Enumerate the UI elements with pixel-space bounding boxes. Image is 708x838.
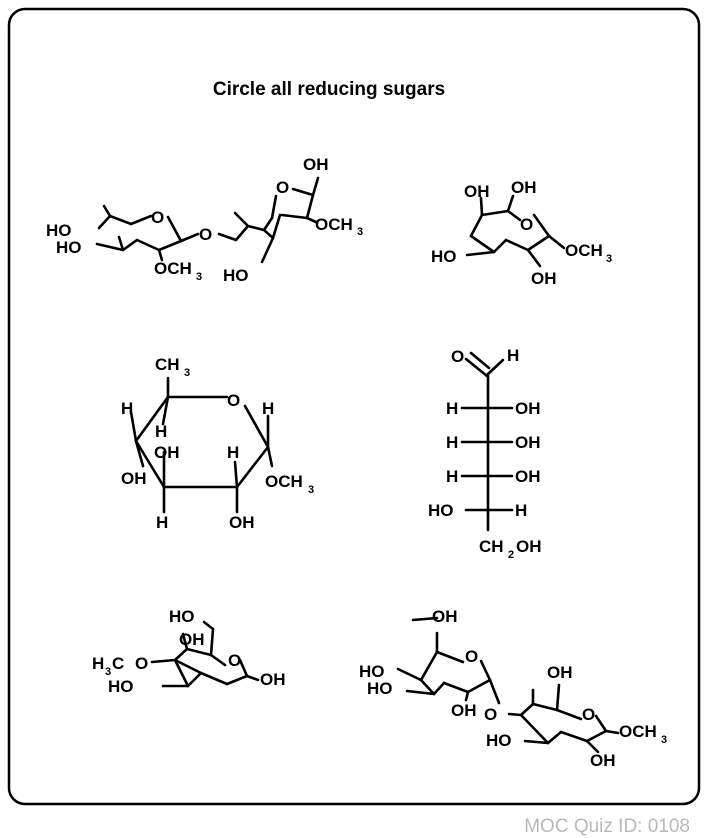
- label-glycosidic-oxygen: O: [199, 225, 212, 244]
- label-oh: OH: [516, 537, 542, 556]
- quiz-title: Circle all reducing sugars: [213, 79, 445, 100]
- molecule-disaccharide-top-left[interactable]: OH O OCH 3 O O HO HO OCH 3 HO: [46, 155, 363, 285]
- label-och: OCH: [619, 722, 657, 741]
- label-oh: OH: [451, 701, 477, 720]
- label-och: OCH: [565, 241, 603, 260]
- label-carbonyl-oxygen: O: [451, 347, 464, 366]
- label-och: OCH: [265, 472, 303, 491]
- label-oh: OH: [179, 630, 205, 649]
- label-ho: HO: [223, 266, 249, 285]
- label-h: H: [446, 433, 458, 452]
- label-ring-oxygen: O: [582, 705, 595, 724]
- label-subscript-3: 3: [606, 253, 612, 265]
- label-oh: OH: [121, 469, 147, 488]
- label-ho: HO: [431, 247, 457, 266]
- label-h: H: [515, 501, 527, 520]
- molecule-chair-methyl-glycoside[interactable]: CH 3 O H H H OH H OH OCH 3 H OH: [121, 355, 314, 532]
- label-ho: HO: [56, 238, 82, 257]
- label-subscript-3: 3: [357, 226, 363, 238]
- label-aldehyde-h: H: [507, 346, 519, 365]
- label-oh: OH: [229, 513, 255, 532]
- label-ho: HO: [46, 221, 72, 240]
- label-h: H: [155, 422, 167, 441]
- label-oh: OH: [260, 670, 286, 689]
- label-oh: OH: [515, 467, 541, 486]
- label-ch: CH: [155, 355, 180, 374]
- label-h: H: [156, 513, 168, 532]
- label-oh: OH: [154, 443, 180, 462]
- label-h3c-h: H: [92, 654, 104, 673]
- label-subscript-3: 3: [184, 367, 190, 379]
- label-oh: OH: [515, 433, 541, 452]
- label-h: H: [121, 399, 133, 418]
- label-ring-oxygen: O: [465, 647, 478, 666]
- label-glycosidic-oxygen: O: [484, 705, 497, 724]
- label-oh: OH: [432, 607, 458, 626]
- label-oh: OH: [303, 155, 329, 174]
- molecule-open-chain-aldose[interactable]: O H H OH H OH H OH HO H CH 2 OH: [428, 346, 542, 561]
- label-oh: OH: [531, 269, 557, 288]
- label-subscript-3: 3: [308, 484, 314, 496]
- label-oh: OH: [464, 182, 490, 201]
- molecule-3-o-methyl-hexose[interactable]: HO OH O H 3 C O HO OH: [92, 607, 286, 696]
- label-ho: HO: [428, 501, 454, 520]
- label-ring-oxygen: O: [227, 391, 240, 410]
- label-oh: OH: [515, 399, 541, 418]
- label-subscript-2: 2: [508, 549, 514, 561]
- label-ho: HO: [367, 679, 393, 698]
- label-ring-oxygen: O: [228, 651, 241, 670]
- quiz-id-footer: MOC Quiz ID: 0108: [524, 816, 690, 837]
- label-ho: HO: [108, 677, 134, 696]
- label-ring-oxygen: O: [520, 215, 533, 234]
- quiz-border: [7, 7, 701, 806]
- label-och: OCH: [315, 215, 353, 234]
- label-ho: HO: [169, 607, 195, 626]
- label-subscript-3: 3: [196, 271, 202, 283]
- label-h: H: [446, 399, 458, 418]
- label-oh: OH: [547, 663, 573, 682]
- label-och: OCH: [154, 259, 192, 278]
- label-h: H: [262, 399, 274, 418]
- label-oh: OH: [511, 178, 537, 197]
- label-h: H: [446, 467, 458, 486]
- label-h: H: [227, 443, 239, 462]
- label-h3c-c: C: [112, 654, 124, 673]
- label-ho: HO: [486, 731, 512, 750]
- molecule-methyl-galactoside[interactable]: OH OH O OCH 3 HO OH: [431, 178, 612, 288]
- label-oh: OH: [590, 751, 616, 770]
- label-methoxy-oxygen: O: [135, 654, 148, 673]
- label-ring-oxygen: O: [151, 208, 164, 227]
- label-subscript-3: 3: [661, 734, 667, 746]
- label-ho: HO: [359, 662, 385, 681]
- label-subscript-3: 3: [105, 666, 111, 678]
- label-ch: CH: [479, 537, 504, 556]
- label-ring-oxygen: O: [276, 178, 289, 197]
- molecule-methyl-disaccharide[interactable]: OH O HO HO OH O OH O OCH 3 HO OH: [359, 607, 667, 770]
